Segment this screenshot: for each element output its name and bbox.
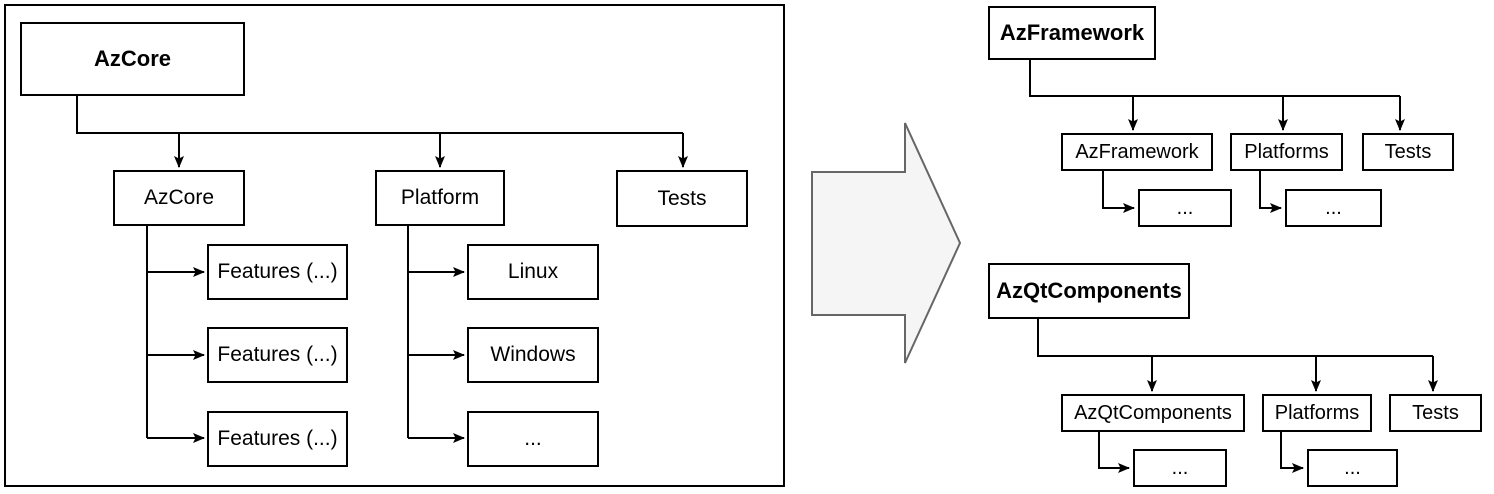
edge-r1-azfw-sub xyxy=(1102,171,1135,213)
node-azqtcomponents-platforms: Platforms xyxy=(1262,394,1372,432)
node-features-3: Features (...) xyxy=(207,411,348,467)
node-azframework-subfolder: AzFramework xyxy=(1061,133,1213,171)
node-azframework-sub-ellipsis: ... xyxy=(1138,189,1232,227)
node-azcore-subfolder: AzCore xyxy=(113,170,245,226)
node-azframework-platforms: Platforms xyxy=(1230,133,1343,171)
node-windows: Windows xyxy=(467,327,599,383)
node-azqtcomponents-sub-ellipsis: ... xyxy=(1133,449,1227,487)
node-azframework-platforms-ellipsis: ... xyxy=(1285,189,1382,227)
transform-arrow-shape xyxy=(811,122,962,364)
azcore-group-frame xyxy=(4,4,785,487)
node-features-1: Features (...) xyxy=(207,244,348,300)
node-linux: Linux xyxy=(467,244,599,300)
edge-r2-platforms-sub xyxy=(1280,432,1304,473)
node-platform-ellipsis: ... xyxy=(467,411,599,467)
edge-r1-platforms-sub xyxy=(1259,171,1282,213)
node-azframework-root: AzFramework xyxy=(988,6,1156,60)
edge-left-trunk xyxy=(76,96,683,134)
node-platform-folder: Platform xyxy=(375,170,505,226)
node-features-2: Features (...) xyxy=(207,327,348,383)
node-tests-folder: Tests xyxy=(616,170,748,227)
node-azqtcomponents-platforms-ellipsis: ... xyxy=(1307,449,1398,487)
node-azcore-root: AzCore xyxy=(20,22,245,96)
edge-r1-trunk xyxy=(1029,60,1400,97)
node-azframework-tests: Tests xyxy=(1362,133,1454,171)
node-azqtcomponents-subfolder: AzQtComponents xyxy=(1061,394,1245,432)
edge-r2-azqt-sub xyxy=(1098,432,1130,473)
edge-r2-trunk xyxy=(1037,319,1433,357)
node-azqtcomponents-root: AzQtComponents xyxy=(988,263,1190,319)
node-azqtcomponents-tests: Tests xyxy=(1389,394,1482,432)
